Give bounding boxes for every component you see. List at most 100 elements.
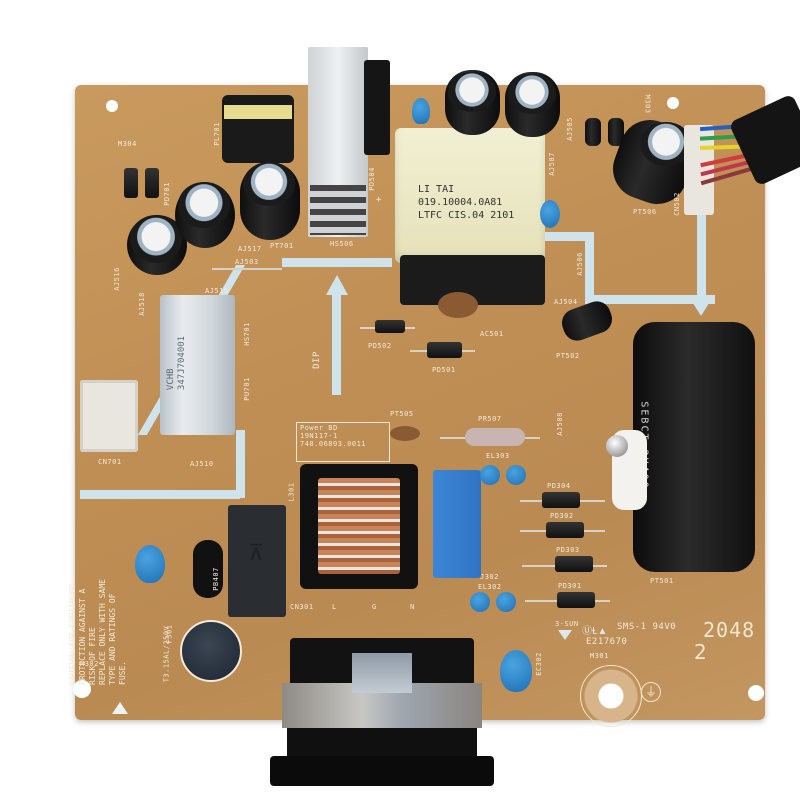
aj503-label: AJ503 <box>235 258 259 266</box>
aj505-label: AJ505 <box>565 117 574 141</box>
pd302-label: PD302 <box>550 512 574 520</box>
mounting-hole <box>748 685 764 701</box>
mounting-hole <box>667 97 679 109</box>
transformer-label: LI TAI 019.10004.0A81 LTFC CIS.04 2101 <box>418 183 514 222</box>
isolation-trace <box>545 232 590 241</box>
pb407-label: PB407 <box>211 567 220 591</box>
transformer-line-1: LI TAI <box>418 184 455 195</box>
capacitor-top <box>508 74 556 114</box>
board-label-line-2: 19N117-1 <box>300 432 338 440</box>
thermistor <box>228 505 286 617</box>
ac501-label: AC501 <box>480 330 504 338</box>
ceramic-capacitor-ac501 <box>438 292 478 318</box>
pin-label-n: N <box>410 603 415 611</box>
l301-label: L301 <box>287 482 296 502</box>
y-capacitor-ec302 <box>500 650 532 692</box>
aj510-label: AJ510 <box>190 460 214 468</box>
pu701-label: PU701 <box>242 377 251 401</box>
pr507-label: PR507 <box>478 415 502 423</box>
aj517-label: AJ517 <box>238 245 262 253</box>
capacitor-top <box>130 215 182 263</box>
board-label-line-3: 748.06803.0011 <box>300 440 367 448</box>
inductor-band <box>224 105 292 119</box>
resistor-pr507 <box>465 428 525 446</box>
manufacturer-logo-icon <box>558 630 572 640</box>
capacitor-top <box>640 122 692 166</box>
date-code: 2048 <box>703 618 756 642</box>
cn502-label: CN502 <box>672 192 681 216</box>
aj515-label: AJ515 <box>205 287 229 295</box>
diode-pd303 <box>555 556 593 572</box>
ground-symbol-icon: ⏚ <box>641 682 661 702</box>
m302-label: M302 <box>80 660 99 668</box>
x-capacitor <box>433 470 481 578</box>
diode-pd302 <box>546 522 584 538</box>
heatsink-label: VCHB 347J704001 <box>166 336 188 390</box>
warning-triangle-icon <box>112 702 128 714</box>
isolation-trace <box>282 258 392 267</box>
inductor-el303 <box>480 465 500 485</box>
caution-line-4: REPLACE ONLY WITH SAME <box>98 579 107 685</box>
aj504-label: AJ504 <box>554 298 578 306</box>
el302-label: EL302 <box>478 583 502 591</box>
wire-harness <box>699 93 800 190</box>
heatsink-fins <box>310 185 366 235</box>
ec302-label: EC302 <box>534 652 543 676</box>
mosfet <box>364 60 390 155</box>
inductor-el302 <box>496 592 516 612</box>
diode-pd501 <box>427 342 462 358</box>
m304-label: M304 <box>118 140 137 148</box>
inductor-el302 <box>470 592 490 612</box>
board-material: SMS-1 94V0 <box>617 622 677 632</box>
capacitor <box>608 118 624 146</box>
bulk-capacitor <box>633 322 755 572</box>
dip-arrow-shaft <box>332 295 341 395</box>
caution-line-6: FUSE. <box>118 660 127 685</box>
diode-pd304 <box>542 492 580 508</box>
cn701-label: CN701 <box>98 458 122 466</box>
fuse-rating: T3.15AL/250V <box>162 625 171 683</box>
arrow-down-icon <box>691 300 711 316</box>
pd303-label: PD303 <box>556 546 580 554</box>
ceramic-capacitor-pt505 <box>390 426 420 441</box>
aj518-label: AJ518 <box>137 292 146 316</box>
caution-line-1: CAUTION:FOR CONTINUED <box>68 583 77 685</box>
caution-line-5: TYPE AND RATINGS OF <box>108 593 117 685</box>
board-label-box: Power BD 19N117-1 748.06803.0011 <box>296 422 390 462</box>
pt501-label: PT501 <box>650 577 674 585</box>
plus-label: + <box>376 195 382 205</box>
ac-inlet-connector <box>270 628 494 788</box>
heatsink-hs701 <box>160 295 235 435</box>
el303-label: EL303 <box>486 452 510 460</box>
revision-number: 2 <box>694 640 707 664</box>
aj506-label: AJ506 <box>575 252 584 276</box>
isolation-trace <box>585 232 594 302</box>
dip-label: DIP <box>311 351 322 369</box>
diode-pd701 <box>145 168 159 198</box>
transformer-line-2: 019.10004.0A81 <box>418 197 503 208</box>
main-transformer <box>395 128 545 263</box>
inductor-el303 <box>506 465 526 485</box>
isolation-trace <box>236 430 245 498</box>
transformer-line-3: LTFC CIS.04 2101 <box>418 210 515 221</box>
varistor-pb407 <box>193 540 223 598</box>
diode-pd301 <box>557 592 595 608</box>
capacitor-top <box>243 162 295 206</box>
aj507-label: AJ507 <box>547 152 556 176</box>
m301-label: M301 <box>590 652 609 660</box>
y-capacitor <box>135 545 165 583</box>
hs506-label: HS506 <box>330 240 354 248</box>
pd501-label: PD501 <box>432 366 456 374</box>
pl701-label: PL701 <box>212 122 221 146</box>
ul-mark-icon: ⓊⱢ▲ <box>582 626 608 637</box>
jumper-wire <box>212 268 282 270</box>
choke-winding <box>318 478 400 574</box>
pin-label-l: L <box>332 603 337 611</box>
heatsink-line-1: VCHB <box>166 368 177 391</box>
capacitor-top <box>448 72 496 112</box>
capacitor <box>585 118 601 146</box>
isolation-trace <box>697 210 706 305</box>
inlet-flange <box>270 756 494 786</box>
connector-cn701 <box>80 380 138 452</box>
mounting-hole <box>73 680 91 698</box>
